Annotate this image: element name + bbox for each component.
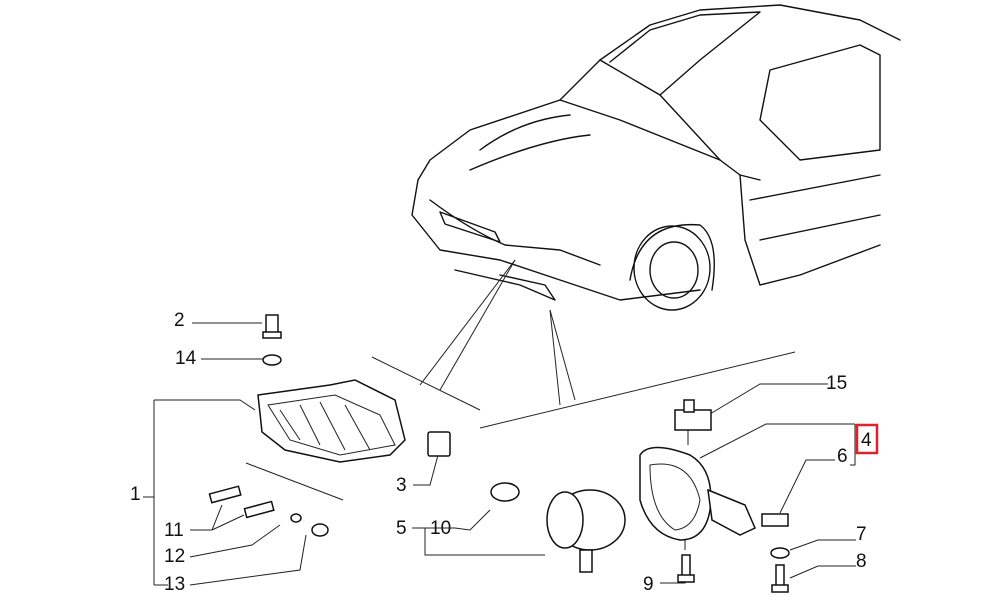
bulb-part-10 bbox=[490, 482, 520, 502]
callout-12: 12 bbox=[164, 546, 185, 567]
washer-part-7 bbox=[770, 547, 790, 559]
callout-6: 6 bbox=[837, 446, 848, 467]
fog-lamp-part-5 bbox=[546, 489, 626, 573]
connector-part-3 bbox=[427, 431, 451, 457]
car-illustration bbox=[411, 4, 901, 311]
callout-2: 2 bbox=[174, 310, 185, 331]
clip-part-15 bbox=[674, 399, 712, 431]
callout-15: 15 bbox=[826, 373, 847, 394]
callout-7: 7 bbox=[856, 524, 867, 545]
callout-1: 1 bbox=[130, 484, 141, 505]
callout-13: 13 bbox=[164, 574, 185, 595]
headlight-assembly bbox=[257, 379, 406, 463]
callout-14: 14 bbox=[175, 348, 197, 369]
callout-9: 9 bbox=[643, 574, 654, 595]
clip-part-6 bbox=[761, 513, 789, 527]
callout-11: 11 bbox=[164, 520, 184, 541]
screw-part-8 bbox=[771, 564, 789, 593]
callout-3: 3 bbox=[396, 475, 407, 496]
bulbs-11-12-13 bbox=[208, 485, 329, 537]
leader-lines bbox=[143, 259, 856, 586]
bolt-part-2 bbox=[262, 314, 282, 339]
callout-5: 5 bbox=[396, 518, 407, 539]
fog-lamp-bezel-part-4 bbox=[639, 446, 756, 541]
callout-4: 4 bbox=[861, 430, 872, 451]
callout-8: 8 bbox=[856, 551, 867, 572]
screw-part-9 bbox=[677, 554, 695, 583]
highlight-box bbox=[855, 423, 879, 455]
callout-labels: 2 14 1 3 11 12 13 5 10 9 15 4 6 7 8 bbox=[130, 310, 879, 595]
washer-part-14 bbox=[262, 354, 282, 366]
callout-10: 10 bbox=[430, 518, 451, 539]
